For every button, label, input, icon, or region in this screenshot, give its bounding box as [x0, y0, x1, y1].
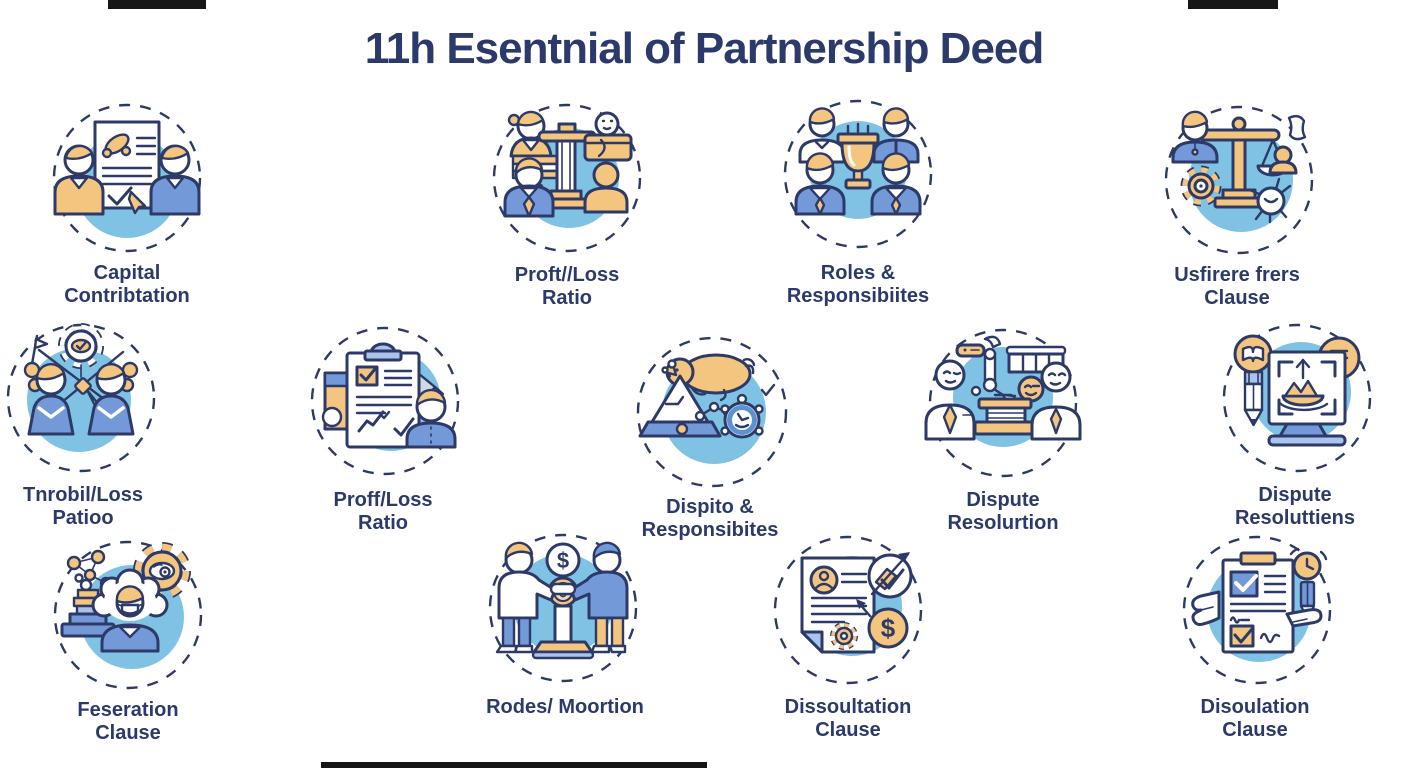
item-federation-clause: Feseration Clause — [23, 533, 233, 746]
animal-over-mountain-clock-icon — [636, 336, 788, 488]
item-dissolution-clause-1: $ Dissoultation Clause — [743, 530, 953, 743]
item-unforeseen-clause: Usfirere frers Clause — [1132, 98, 1342, 311]
dollar-glyph: $ — [881, 613, 896, 643]
item-dissolution-clause-2: Disoulation Clause — [1150, 530, 1360, 743]
item-label: Capital Contribtation — [64, 262, 190, 308]
item-label: Disoulation Clause — [1200, 696, 1310, 742]
team-around-trophy-icon — [783, 99, 933, 249]
item-label: Dispute Resoluttiens — [1234, 484, 1356, 530]
podium-robotic-arm-people-icon — [924, 328, 1082, 478]
clipboard-checklist-person-icon — [310, 326, 460, 476]
item-label: Rodes/ Moortion — [486, 696, 644, 718]
item-label: Dispute Resolurtion — [947, 489, 1059, 535]
item-label: Tnrobil/Loss Patioo — [23, 484, 143, 530]
item-label: Dissoultation Clause — [784, 696, 912, 742]
censor-bar-bottom — [321, 762, 707, 768]
item-profit-loss-patioo: Tnrobil/Loss Patioo — [0, 318, 188, 531]
item-roles-responsibilities: Roles & Responsibiites — [753, 96, 963, 309]
item-label: Proft//Loss Ratio — [514, 264, 620, 310]
woman-gear-blocks-icon — [53, 540, 203, 690]
partners-signing-document-icon — [52, 103, 202, 253]
dollar-glyph: $ — [557, 548, 569, 573]
item-capital-contribution: Capital Contribtation — [22, 96, 232, 309]
monitor-pencil-badge-icon — [1222, 323, 1372, 473]
partners-crossed-arrows-gear-icon — [6, 323, 156, 473]
item-label: Dispito & Responsibites — [641, 496, 779, 542]
item-profit-loss-ratio-1: Proft//Loss Ratio — [462, 98, 672, 311]
item-dispute-resolution-1: Dispute Resolurtion — [898, 323, 1108, 536]
item-dispute-responsibilities: Dispito & Responsibites — [605, 330, 815, 543]
page-title: 11h Esentnial of Partnership Deed — [364, 24, 1045, 73]
item-remuneration: $ $ Rodes/ Moortion — [460, 530, 670, 719]
censor-bar-top-right — [1188, 0, 1278, 9]
handshake-over-coin-pedestal-icon: $ $ — [488, 533, 638, 683]
censor-bar-top-left — [108, 0, 206, 9]
item-label: Feseration Clause — [77, 699, 179, 745]
item-label: Roles & Responsibiites — [786, 262, 930, 308]
item-profit-loss-ratio-2: Proff/Loss Ratio — [278, 323, 488, 536]
item-label: Usfirere frers Clause — [1174, 264, 1300, 310]
item-label: Proff/Loss Ratio — [333, 489, 433, 535]
clipboard-checkboxes-hands-icon — [1182, 535, 1332, 685]
scale-of-justice-gear-icon — [1164, 105, 1314, 255]
item-dispute-resolution-2: Dispute Resoluttiens — [1190, 318, 1400, 531]
document-dollar-gear-icon: $ — [773, 535, 923, 685]
people-around-balance-column-icon — [492, 103, 642, 253]
